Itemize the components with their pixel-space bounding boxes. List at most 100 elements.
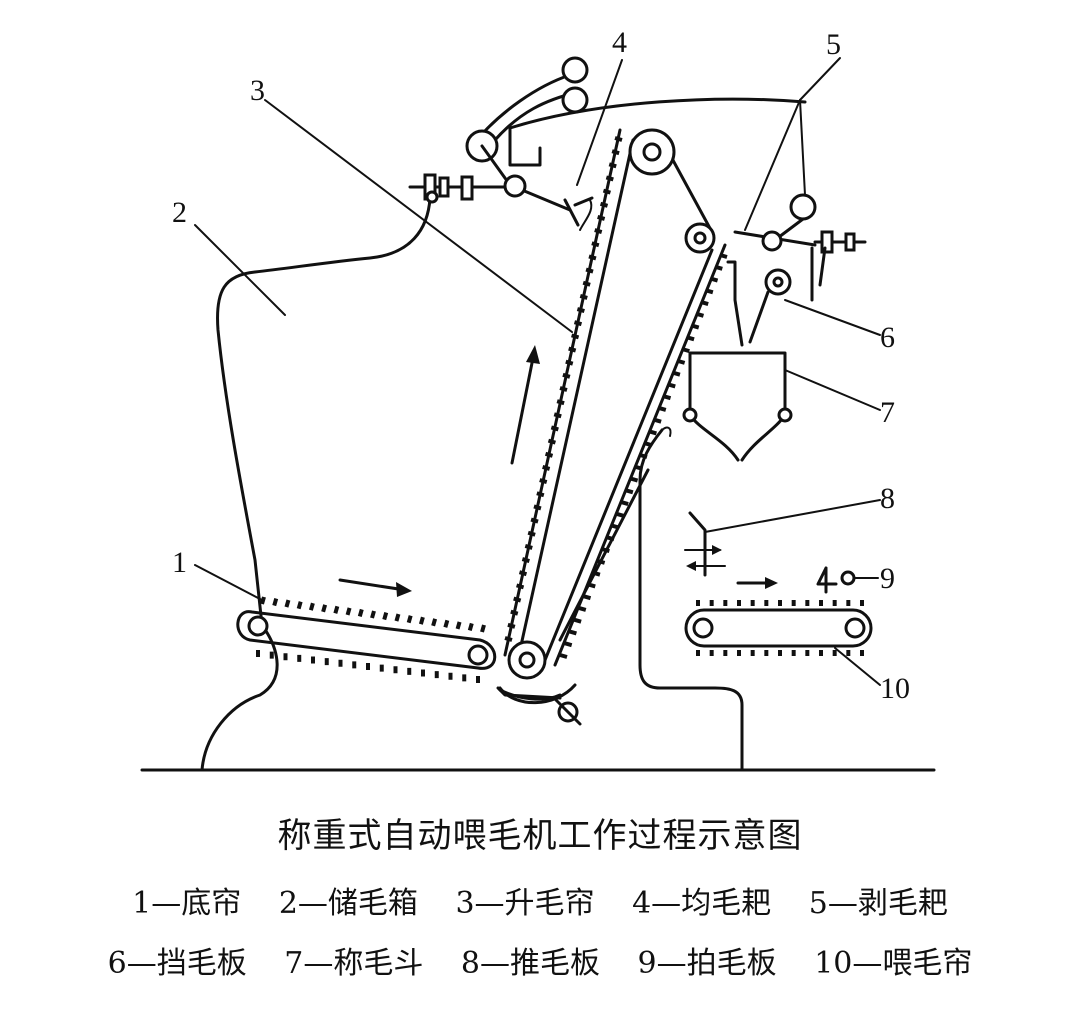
lattice-spike — [559, 653, 568, 659]
lattice-spike — [625, 488, 634, 495]
lattice-spike — [691, 323, 700, 330]
lattice-spikes-left — [504, 136, 623, 642]
lattice-spike — [648, 429, 657, 436]
legend-item: 2—储毛箱 — [278, 886, 418, 921]
lattice-spike — [695, 311, 705, 318]
lattice-spike — [516, 583, 525, 590]
lattice-spike — [321, 604, 328, 613]
lattice-spike — [443, 619, 450, 628]
lattice-spike — [630, 476, 639, 483]
lattice-spike — [272, 598, 279, 607]
lattice-spike — [672, 370, 681, 377]
legend-item: 6—挡毛板 — [107, 946, 247, 981]
lattice-spike — [602, 188, 611, 195]
pusher-plate — [684, 511, 726, 577]
lattice-spike — [507, 622, 516, 629]
lattice-spike — [518, 570, 528, 577]
lattice-spike — [480, 624, 486, 633]
lattice-spike — [579, 293, 588, 300]
lattice-spike — [714, 264, 723, 271]
callout-4: 4 — [612, 26, 627, 59]
bottom-lattice — [236, 610, 497, 670]
lattice-spike — [562, 372, 571, 379]
lattice-spike — [705, 288, 714, 295]
callout-9: 9 — [880, 562, 895, 595]
lattice-spike — [553, 412, 562, 419]
lattice-spike — [719, 253, 728, 259]
callout-6: 6 — [880, 321, 895, 354]
lattice-spike — [565, 359, 574, 366]
lattice-spike — [634, 464, 643, 471]
legend-item: 7—称毛斗 — [284, 946, 424, 981]
lattice-spike — [591, 241, 600, 248]
lattice-spike — [550, 425, 559, 432]
legend-item: 10—喂毛帘 — [814, 946, 973, 981]
bottom-lattice-spikes — [256, 596, 486, 683]
lattice-spike — [394, 613, 401, 622]
lattice-spike — [510, 609, 519, 616]
lattice-spike — [284, 599, 291, 608]
lattice-spike — [677, 358, 686, 365]
callout-5: 5 — [826, 28, 841, 61]
lattice-spike — [639, 453, 648, 459]
feed-direction-arrow — [338, 578, 412, 597]
legend-row-2: 6—挡毛板 7—称毛斗 8—推毛板 9—拍毛板 10—喂毛帘 — [0, 938, 1080, 982]
lattice-spike — [544, 451, 554, 458]
lifting-lattice — [503, 128, 727, 667]
lattice-spike — [547, 438, 556, 445]
lattice-spike — [599, 201, 609, 208]
lattice-spike — [597, 558, 606, 565]
lattice-spike — [357, 608, 364, 617]
machine-body-left — [200, 196, 432, 772]
lattice-spike — [588, 254, 597, 261]
lattice-spike — [455, 621, 462, 630]
lattice-spike — [524, 543, 533, 550]
callout-1: 1 — [172, 546, 187, 579]
evener-rake-shaft — [408, 173, 507, 204]
lattice-spike — [578, 606, 587, 612]
lattice-spike — [556, 399, 565, 406]
lattice-spike — [611, 523, 620, 530]
lattice-spike — [533, 504, 542, 511]
lattice-spike — [513, 596, 522, 603]
lattice-spike — [521, 557, 530, 563]
lattice-spike — [573, 617, 582, 624]
lattice-spike — [573, 320, 583, 327]
baffle-plate — [726, 260, 792, 347]
lattice-spike — [308, 602, 315, 611]
lattice-spike — [504, 636, 513, 642]
legend-item: 5—剥毛耙 — [808, 886, 948, 921]
evener-rake — [465, 56, 594, 231]
lattice-spike — [418, 616, 425, 625]
lattice-spike — [700, 300, 709, 306]
lattice-spike — [382, 612, 389, 621]
lattice-spike — [467, 622, 474, 631]
lattice-spike — [662, 394, 672, 401]
output-direction-arrow — [736, 577, 778, 589]
lattice-spike — [686, 335, 695, 342]
legend-item: 3—升毛帘 — [455, 886, 595, 921]
legend-item: 4—均毛耙 — [632, 886, 772, 921]
lattice-spike — [260, 596, 266, 605]
lattice-spike — [345, 607, 352, 616]
lattice-spike — [536, 491, 545, 498]
lattice-spike — [601, 547, 610, 554]
lattice-spike — [370, 610, 376, 619]
lattice-spike — [644, 441, 653, 448]
lattice-spike — [333, 605, 340, 614]
lattice-spike — [296, 601, 303, 610]
lattice-spike — [608, 162, 617, 169]
feed-lattice-spikes — [696, 600, 864, 656]
guide-plate — [558, 468, 650, 642]
lattice-spike — [653, 417, 662, 424]
top-roller-hub — [642, 142, 662, 162]
lattice-spike — [611, 149, 620, 156]
callout-10: 10 — [880, 672, 910, 705]
lattice-spike — [571, 333, 580, 340]
lattice-spike — [582, 280, 591, 287]
callout-7: 7 — [880, 396, 895, 429]
lattice-spike — [667, 382, 676, 389]
beater-plate — [816, 566, 867, 594]
bottom-guard-inner — [496, 686, 562, 700]
